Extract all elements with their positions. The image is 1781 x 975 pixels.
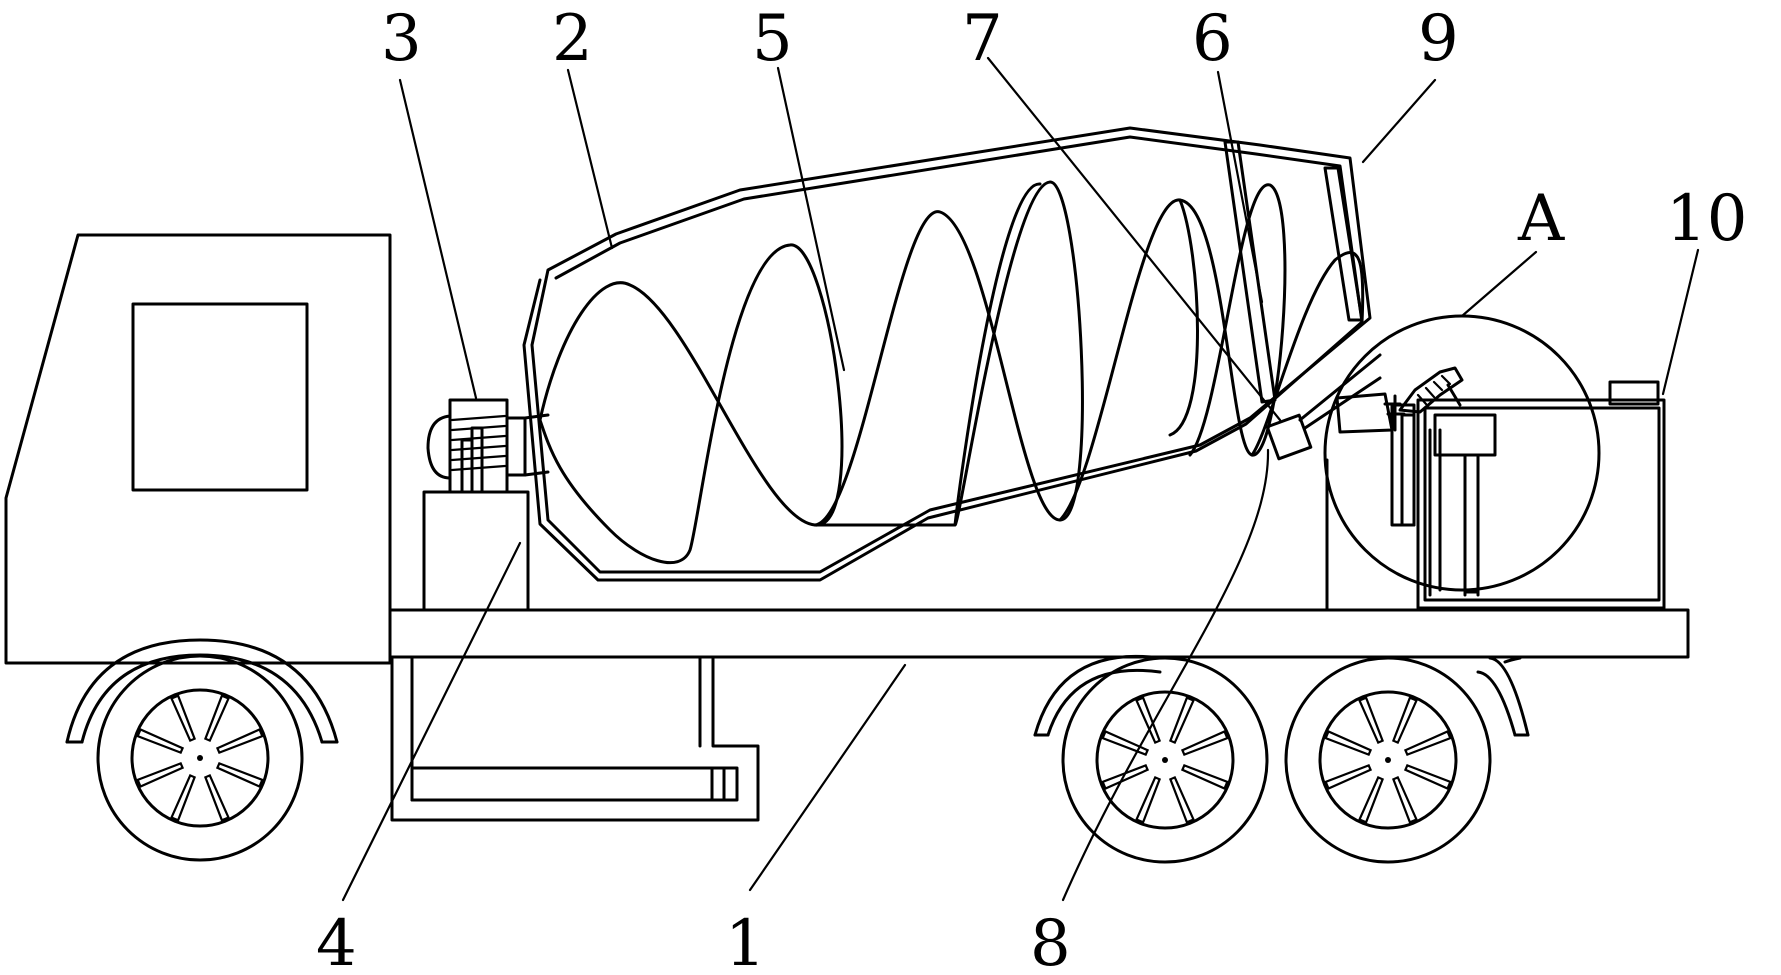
water-tank (1416, 380, 1666, 610)
wheel-spoke (1324, 763, 1373, 790)
rear-support (1323, 166, 1364, 322)
motor-support (422, 490, 530, 612)
rear-wheel-2 (1284, 656, 1530, 864)
mixing-drum (522, 126, 1382, 582)
wheel-spoke (1168, 696, 1195, 745)
wheel-spoke (1358, 696, 1385, 745)
wheel-spoke (1135, 775, 1162, 824)
wheel-spoke (170, 694, 197, 743)
wheel-spoke (1358, 775, 1385, 824)
wheel-spoke (1324, 730, 1373, 757)
label-10: 10 (1666, 182, 1747, 256)
label-4: 4 (316, 907, 357, 975)
cab-window (131, 302, 309, 492)
label-3: 3 (381, 2, 422, 76)
chassis-frame (388, 608, 1690, 822)
truck-cab (4, 233, 392, 665)
label-8: 8 (1030, 907, 1071, 975)
wheel-spoke (136, 728, 185, 755)
detail-circle-a (1323, 314, 1601, 592)
label-9: 9 (1418, 2, 1459, 76)
wheel-spoke (170, 773, 197, 822)
part-labels: 3 2 5 7 6 9 A 10 4 1 8 (316, 2, 1747, 975)
wheel-spoke (1391, 775, 1418, 824)
wheel-spoke (215, 728, 264, 755)
wheel-spoke (1403, 763, 1452, 790)
wheel-hub (1385, 757, 1391, 763)
wheel-spoke (136, 761, 185, 788)
wheel-spoke (1391, 696, 1418, 745)
wheel-spoke (1101, 730, 1150, 757)
outlet-box (1265, 413, 1313, 461)
label-7: 7 (962, 2, 1003, 76)
wheel-spoke (203, 694, 230, 743)
wheel-hub (1162, 757, 1168, 763)
wheel-spoke (203, 773, 230, 822)
label-2: 2 (552, 2, 593, 76)
label-1: 1 (725, 907, 766, 975)
label-5: 5 (752, 2, 793, 76)
wheel-spoke (1403, 730, 1452, 757)
wheel-spoke (1101, 763, 1150, 790)
leader-lines (341, 56, 1700, 902)
wheel-spoke (1135, 696, 1162, 745)
wheel-spoke (1180, 763, 1229, 790)
drive-motor (422, 398, 550, 612)
wheel-spoke (215, 761, 264, 788)
wheel-hub (197, 755, 203, 761)
wheel-spoke (1180, 730, 1229, 757)
wheel-spoke (1168, 775, 1195, 824)
rear-wheel-1 (1033, 654, 1269, 864)
label-6: 6 (1192, 2, 1233, 76)
front-wheel (65, 638, 339, 862)
under-tank (410, 766, 739, 802)
front-support (1223, 140, 1277, 404)
label-a: A (1517, 182, 1565, 256)
